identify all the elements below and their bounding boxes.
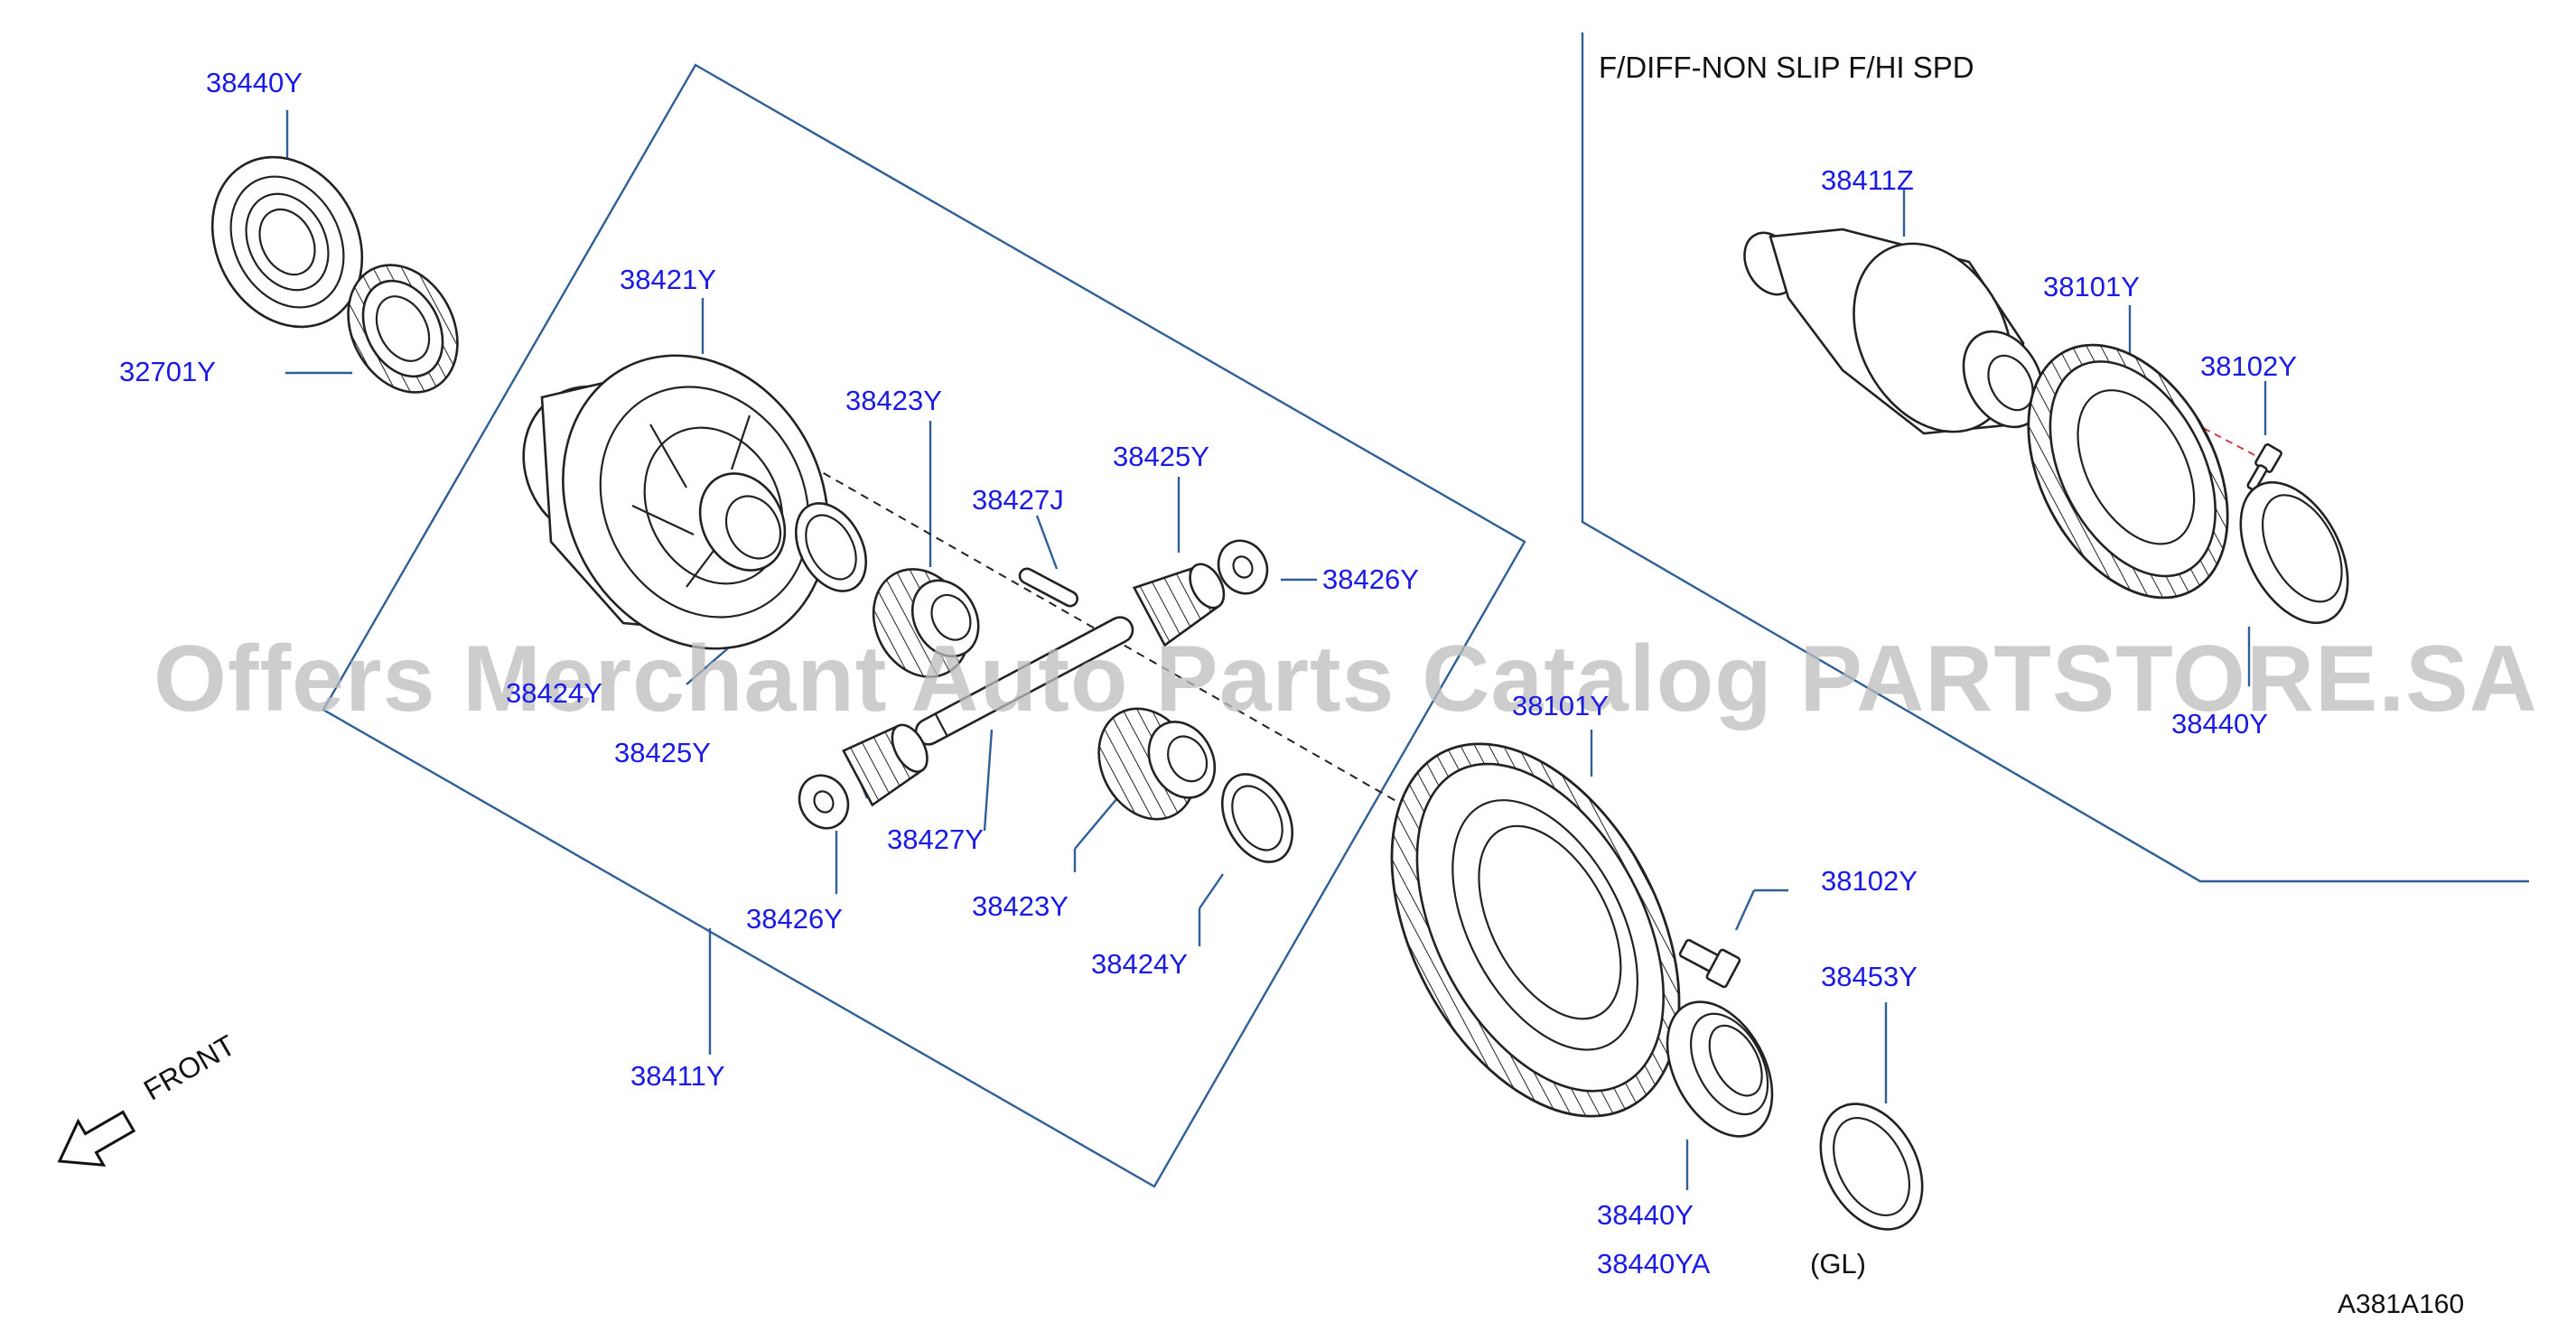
label-speedo-gear[interactable]: 32701Y [119, 356, 216, 387]
washer-side-a [795, 502, 867, 592]
label-washer-side-a[interactable]: 38424Y [506, 677, 602, 709]
label-pinion-b[interactable]: 38425Y [614, 737, 711, 768]
final-gear [1390, 742, 1681, 1118]
label-shaft[interactable]: 38427Y [887, 824, 984, 855]
label-bearing-bottom-alt[interactable]: 38440YA [1597, 1248, 1711, 1280]
side-gear-b [1097, 707, 1217, 821]
label-pinion-a[interactable]: 38425Y [1113, 441, 1209, 472]
washer-pinion-a [1217, 539, 1269, 595]
front-arrow-icon [57, 1110, 136, 1167]
label-case[interactable]: 38421Y [620, 264, 716, 295]
alt-final-gear [2027, 343, 2229, 600]
ring-gear-bolt [1678, 938, 1741, 989]
diff-assembly-frame [322, 63, 1526, 1188]
label-alt-bearing[interactable]: 38440Y [2171, 708, 2268, 740]
speedo-gear [347, 264, 459, 394]
label-side-gear-a[interactable]: 38423Y [845, 385, 942, 416]
label-bearing-bottom[interactable]: 38440Y [1597, 1199, 1694, 1231]
alt-bearing [2239, 480, 2349, 625]
label-shim[interactable]: 38453Y [1821, 961, 1918, 992]
side-gear-a [872, 568, 980, 678]
label-bearing-top[interactable]: 38440Y [206, 67, 303, 98]
label-diff-assy[interactable]: 38411Y [630, 1060, 725, 1092]
figure-code: A381A160 [2338, 1289, 2465, 1319]
gl-note: (GL) [1810, 1248, 1866, 1280]
label-final-gear[interactable]: 38101Y [1512, 690, 1609, 721]
label-side-gear-b[interactable]: 38423Y [972, 890, 1069, 922]
label-bolt[interactable]: 38102Y [1821, 865, 1918, 897]
label-washer-pinion-a[interactable]: 38426Y [1322, 563, 1419, 595]
assembly-axis [785, 451, 1654, 949]
label-washer-pinion-b[interactable]: 38426Y [746, 903, 843, 935]
label-washer-side-b[interactable]: 38424Y [1091, 948, 1188, 980]
pin-j [1018, 567, 1079, 608]
shim [1819, 1103, 1924, 1231]
pinion-gear-b [842, 723, 929, 807]
label-alt-final-gear[interactable]: 38101Y [2043, 271, 2140, 302]
label-alt-diff-assy[interactable]: 38411Z [1821, 164, 1914, 196]
washer-side-b [1221, 773, 1293, 863]
diff-case [522, 354, 829, 650]
label-pin-j[interactable]: 38427J [972, 484, 1064, 516]
bearing-top [210, 155, 364, 329]
alt-bolt [2246, 442, 2282, 491]
label-alt-bolt[interactable]: 38102Y [2200, 350, 2297, 382]
pinion-gear-a [1132, 563, 1226, 647]
bearing-bottom [1666, 1000, 1774, 1138]
washer-pinion-b [798, 774, 850, 830]
variant-title: F/DIFF-NON SLIP F/HI SPD [1599, 51, 1974, 84]
variant-area-border [1581, 33, 2529, 883]
alt-diff-case [1743, 228, 2045, 435]
